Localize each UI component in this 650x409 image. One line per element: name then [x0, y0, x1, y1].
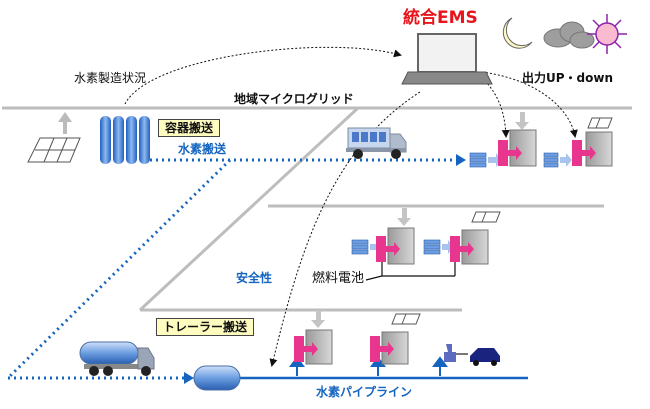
truck-icon	[346, 127, 407, 159]
microgrid-label: 地域マイクログリッド	[234, 92, 354, 106]
building-icon	[498, 129, 537, 167]
solar-panel-icon	[27, 137, 81, 163]
h2-status-label: 水素製造状況	[74, 71, 147, 85]
safety-label: 安全性	[236, 271, 273, 285]
hydrogen-station-icon	[444, 344, 468, 362]
sun-icon	[587, 14, 627, 54]
trailer-icon	[79, 341, 155, 376]
mini-cylinders-icon	[351, 152, 559, 255]
building-icon	[450, 211, 501, 265]
microgrid-lines	[2, 106, 632, 312]
fuel-cell-label: 燃料電池	[312, 271, 365, 286]
arrow-head-right	[456, 154, 466, 166]
building-icon	[294, 329, 333, 365]
building-units	[294, 117, 613, 365]
up-arrow-icon	[58, 112, 72, 134]
page-title: 統合EMS	[403, 8, 478, 28]
hydrogen-cylinders-icon	[100, 116, 150, 164]
h2-transport-label: 水素搬送	[178, 142, 227, 156]
hydrogen-tank-icon	[193, 365, 241, 391]
arrow-head-right	[184, 372, 194, 384]
laptop-icon	[401, 33, 493, 85]
h2-transport-dotted	[6, 158, 458, 380]
building-icon	[572, 117, 613, 167]
trailer-transport-label: トレーラー搬送	[156, 318, 255, 336]
building-icon	[370, 313, 421, 365]
car-icon	[470, 348, 500, 366]
cloud-icon	[543, 21, 595, 49]
moon-icon	[502, 17, 533, 49]
building-icon	[376, 227, 415, 265]
down-arrows	[311, 112, 529, 328]
ems-control-lines	[124, 46, 578, 367]
fuel-cell-bracket	[365, 262, 456, 281]
container-transport-label: 容器搬送	[158, 119, 221, 137]
output-control-label: 出力UP・down	[522, 71, 614, 85]
h2-pipeline-label: 水素パイプライン	[316, 385, 413, 399]
